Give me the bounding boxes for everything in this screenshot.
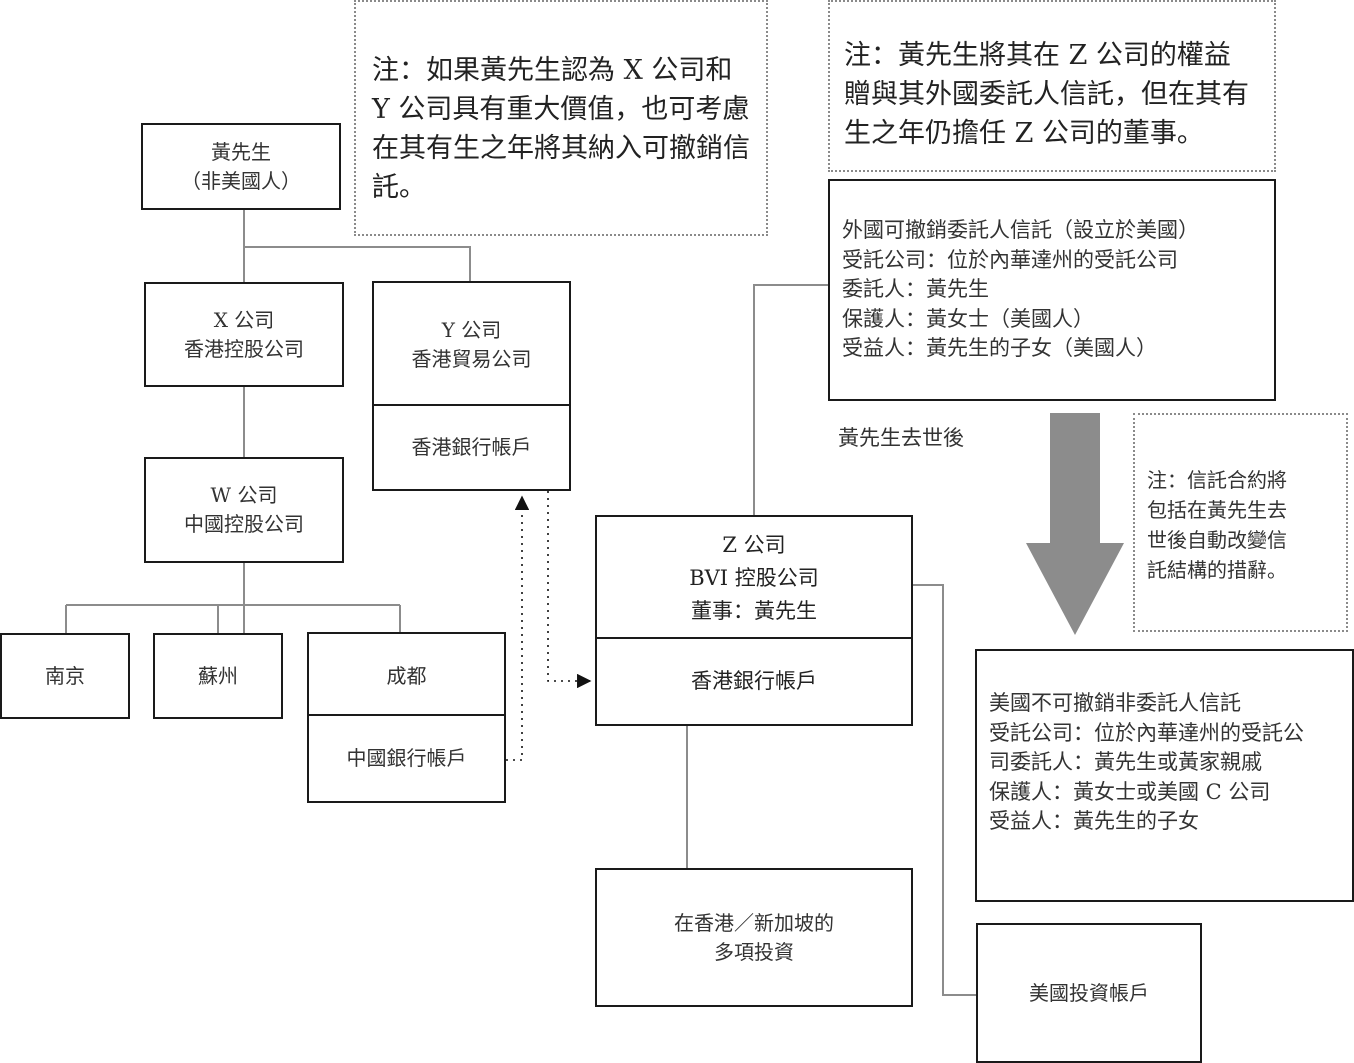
huang-name: 黃先生 bbox=[211, 139, 271, 164]
note-z-company: 注：黃先生將其在 Z 公司的權益 贈與其外國委託人信託，但在其有 生之年仍擔任 … bbox=[828, 0, 1276, 172]
company-w-name: W 公司 bbox=[210, 483, 278, 507]
company-y-node: Y 公司 香港貿易公司 香港銀行帳戶 bbox=[372, 281, 571, 491]
nanjing-node: 南京 bbox=[0, 633, 130, 719]
company-y-name: Y 公司 bbox=[441, 317, 502, 342]
dotted-arrow-y-to-z bbox=[547, 491, 592, 689]
huang-node: 黃先生 （非美國人） bbox=[141, 123, 341, 210]
chengdu-info: 成都 bbox=[386, 663, 427, 688]
note-trust-contract: 注：信託合約將 包括在黃先生去 世後自動改變信 託結構的措辭。 bbox=[1133, 413, 1348, 632]
us-investment-account-node: 美國投資帳戶 bbox=[976, 923, 1202, 1063]
company-y-info: Y 公司 香港貿易公司 bbox=[374, 283, 569, 406]
company-z-node: Z 公司 BVI 控股公司 董事：黃先生 香港銀行帳戶 bbox=[595, 515, 913, 726]
note-xy-companies: 注：如果黃先生認為 X 公司和 Y 公司具有重大價值，也可考慮 在其有生之年將其… bbox=[354, 0, 768, 236]
after-death-down-arrow bbox=[1026, 413, 1124, 635]
company-z-type: BVI 控股公司 bbox=[689, 565, 819, 590]
company-z-director: 董事：黃先生 bbox=[691, 598, 817, 623]
company-x-type: 香港控股公司 bbox=[184, 336, 304, 361]
company-y-type: 香港貿易公司 bbox=[411, 346, 532, 371]
connector-z-us-account bbox=[913, 584, 976, 996]
dotted-arrow-chengdu-to-y bbox=[506, 495, 530, 761]
chengdu-bank-account: 中國銀行帳戶 bbox=[309, 714, 504, 801]
revocable-trust-node: 外國可撤銷委託人信託（設立於美國） 受託公司：位於內華達州的受託公司 委託人：黃… bbox=[828, 179, 1276, 401]
investments-node: 在香港／新加坡的 多項投資 bbox=[595, 868, 913, 1007]
after-death-label: 黃先生去世後 bbox=[838, 426, 964, 450]
connector-huang-x-y bbox=[243, 209, 471, 282]
company-z-bank-account: 香港銀行帳戶 bbox=[597, 637, 911, 724]
huang-nationality: （非美國人） bbox=[181, 168, 301, 193]
company-y-bank-account: 香港銀行帳戶 bbox=[374, 404, 569, 489]
company-x-name: X 公司 bbox=[213, 307, 275, 332]
company-z-info: Z 公司 BVI 控股公司 董事：黃先生 bbox=[597, 517, 911, 639]
connector-w-cities bbox=[65, 562, 401, 633]
suzhou-node: 蘇州 bbox=[153, 633, 283, 719]
company-z-name: Z 公司 bbox=[722, 532, 786, 557]
revocable-trust-details: 外國可撤銷委託人信託（設立於美國） 受託公司：位於內華達州的受託公司 委託人：黃… bbox=[842, 218, 1199, 360]
irrevocable-trust-node: 美國不可撤銷非委託人信託 受託公司：位於內華達州的受託公 司委託人：黃先生或黃家… bbox=[975, 649, 1354, 902]
company-w-type: 中國控股公司 bbox=[184, 512, 304, 536]
company-x-node: X 公司 香港控股公司 bbox=[144, 282, 344, 387]
company-w-node: W 公司 中國控股公司 bbox=[144, 457, 344, 563]
irrevocable-trust-details: 美國不可撤銷非委託人信託 受託公司：位於內華達州的受託公 司委託人：黃先生或黃家… bbox=[989, 691, 1304, 833]
chengdu-node: 成都 中國銀行帳戶 bbox=[307, 632, 506, 803]
connector-trust-z bbox=[753, 284, 829, 516]
